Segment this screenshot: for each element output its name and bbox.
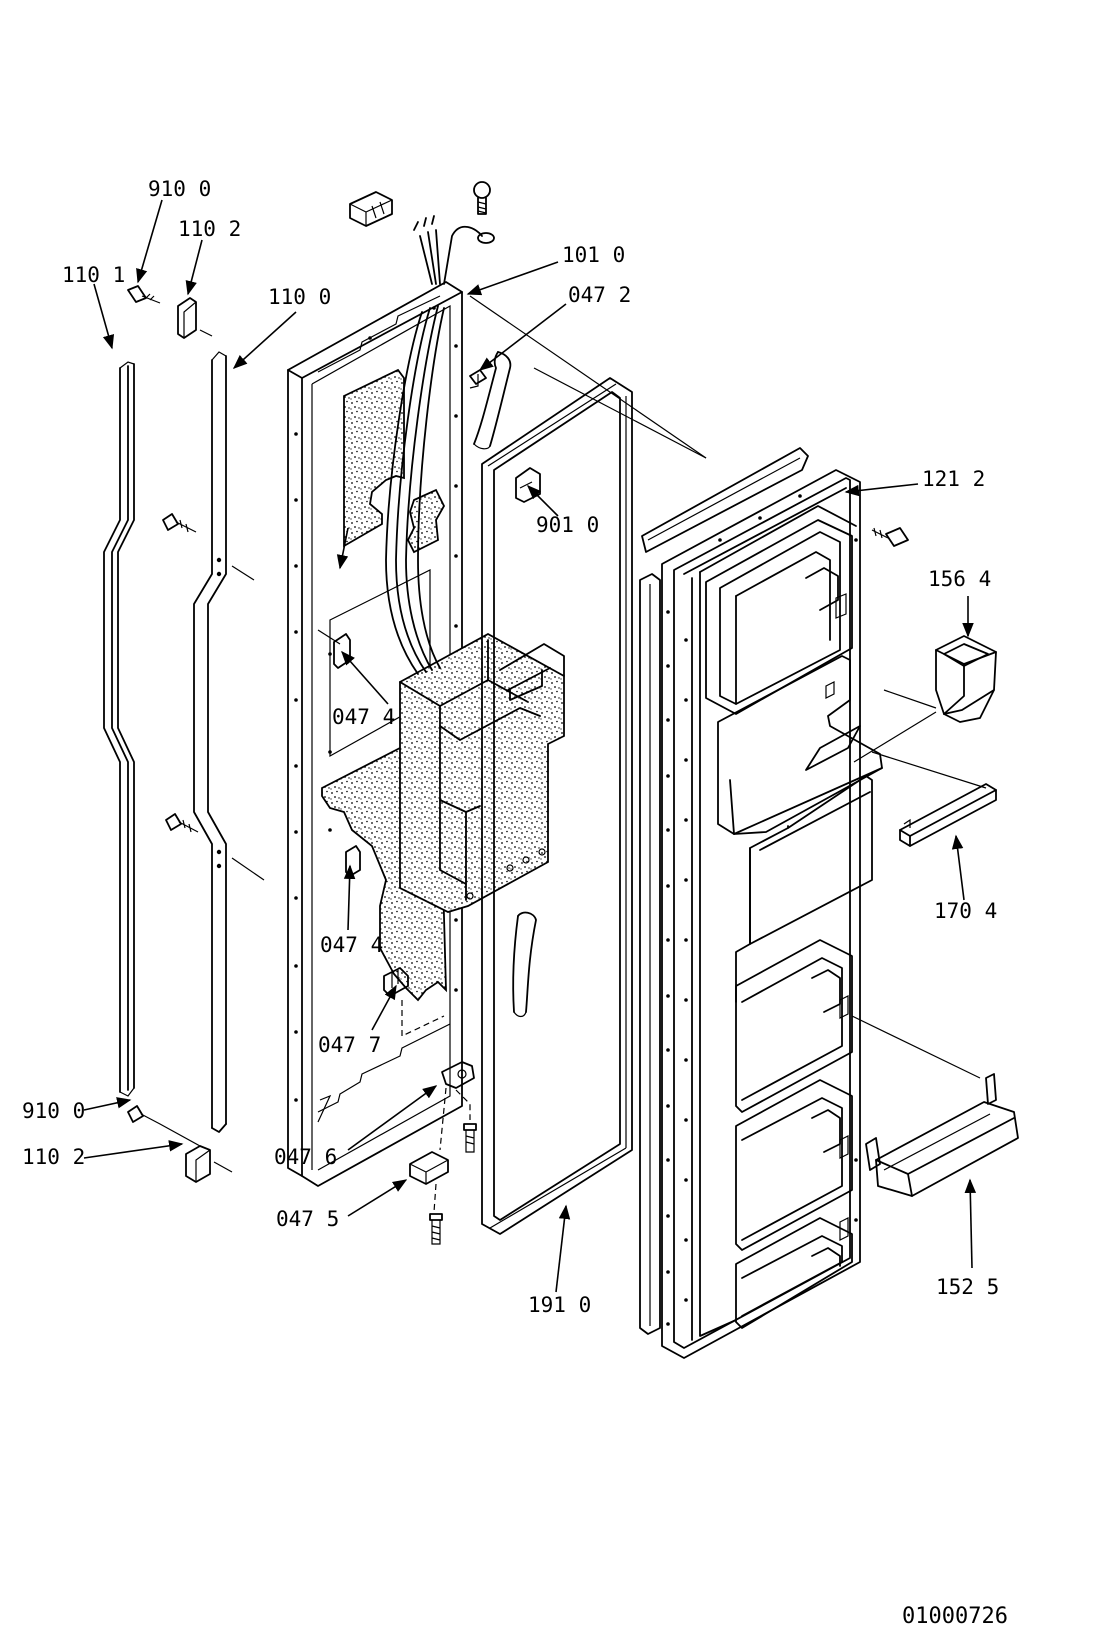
hinge-bracket-top <box>177 297 213 339</box>
callout-9100-bottom: 910 0 <box>22 1099 85 1123</box>
callout-1102-top: 110 2 <box>178 217 241 241</box>
screw-top <box>127 285 161 304</box>
callout-9010: 901 0 <box>536 513 599 537</box>
liner-screw <box>871 527 909 547</box>
fitting-nut <box>469 369 487 389</box>
callout-0474-b: 047 4 <box>320 933 383 957</box>
door-shelf-bin <box>865 1073 1019 1197</box>
callout-1102-bottom: 110 2 <box>22 1145 85 1169</box>
callout-1101: 110 1 <box>62 263 125 287</box>
callout-labels: 910 0 110 2 110 1 110 0 101 0 047 2 901 … <box>22 177 999 1317</box>
leader-arrows <box>83 199 977 1293</box>
callout-1100: 110 0 <box>268 285 331 309</box>
hinge-block <box>409 1151 449 1213</box>
callout-1704: 170 4 <box>934 899 997 923</box>
screw-mid-2 <box>165 813 199 833</box>
callout-0475: 047 5 <box>276 1207 339 1231</box>
callout-1564: 156 4 <box>928 567 991 591</box>
ground-screw <box>473 181 491 215</box>
callout-1010: 101 0 <box>562 243 625 267</box>
callout-0477: 047 7 <box>318 1033 381 1057</box>
dispenser-chute <box>853 635 997 763</box>
callout-1212: 121 2 <box>922 467 985 491</box>
hinge-bracket-bottom <box>185 1145 233 1183</box>
callout-0474-a: 047 4 <box>332 705 395 729</box>
screw-bottom <box>127 1105 201 1147</box>
screw-mid-1 <box>162 513 197 533</box>
callout-1525: 152 5 <box>936 1275 999 1299</box>
connector-plug <box>349 191 393 227</box>
tube-lower <box>512 911 537 1018</box>
door-gasket <box>469 295 707 1235</box>
tube-upper <box>473 351 512 450</box>
callout-0472: 047 2 <box>568 283 631 307</box>
wiring-harness <box>385 215 495 675</box>
trim-strip-outer <box>103 361 135 1097</box>
drawing-number: 01000726 <box>902 1604 1008 1629</box>
handle-bar <box>193 351 265 1133</box>
hinge-screw-small <box>463 1123 477 1153</box>
drip-tray-rail <box>871 751 997 847</box>
callout-1910: 191 0 <box>528 1293 591 1317</box>
inner-door-liner <box>639 447 981 1359</box>
hinge-cam-bracket <box>439 1061 475 1151</box>
callout-9100-top: 910 0 <box>148 177 211 201</box>
callout-0476: 047 6 <box>274 1145 337 1169</box>
hinge-bolt <box>429 1213 443 1245</box>
